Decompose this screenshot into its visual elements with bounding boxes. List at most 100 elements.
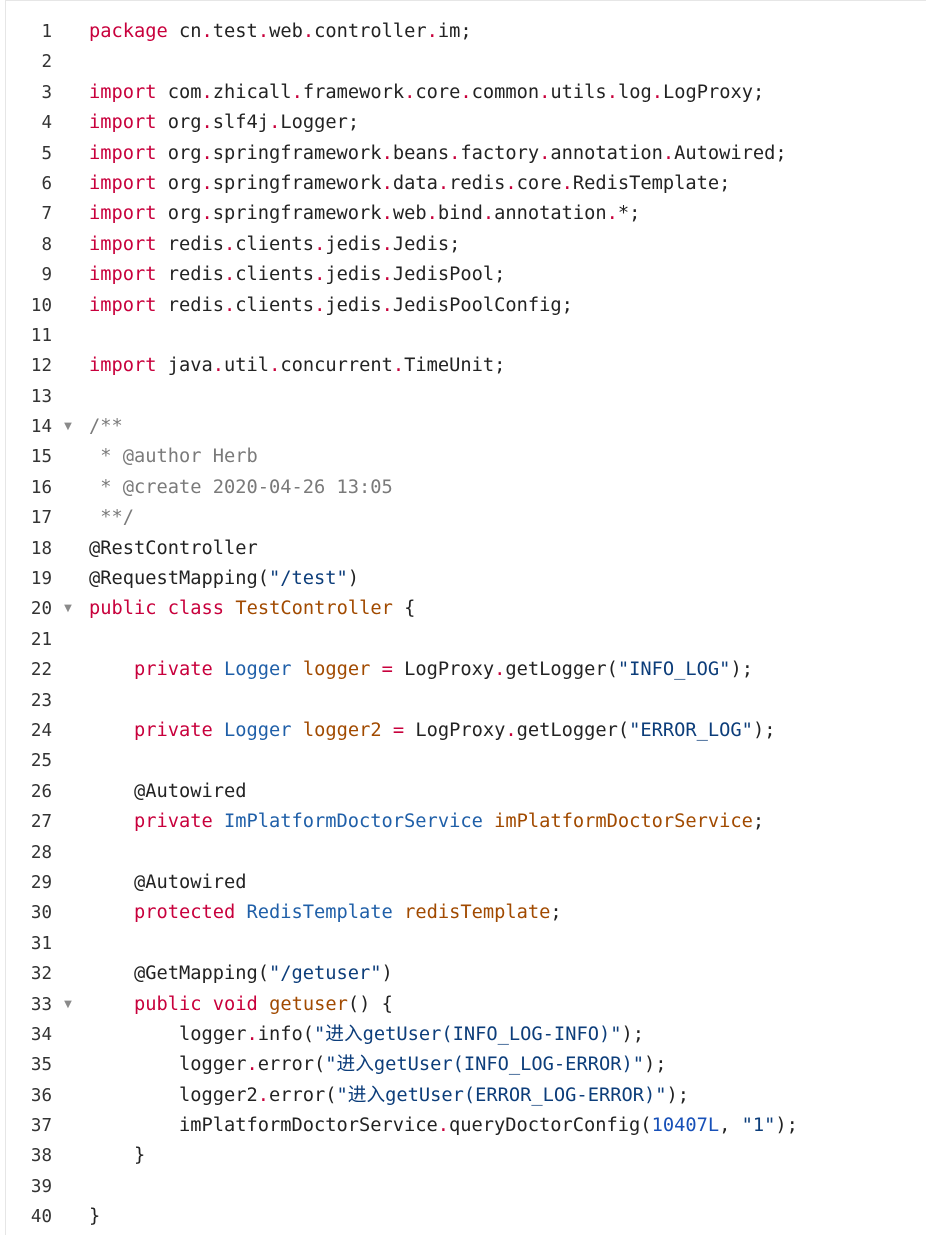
code-token: .	[291, 81, 303, 103]
code-token: java	[156, 355, 213, 377]
code-token: .	[201, 112, 213, 134]
code-token: zhicall	[212, 81, 292, 103]
code-token: =	[392, 719, 405, 741]
code-token: test	[212, 21, 258, 42]
code-token	[213, 720, 224, 741]
code-line: 23	[6, 686, 926, 716]
code-text: logger.error("进入getUser(INFO_LOG-ERROR)"…	[89, 1050, 666, 1080]
code-token	[393, 902, 404, 923]
line-number: 40	[30, 1207, 52, 1228]
code-token: () {	[347, 993, 393, 1015]
code-token: jedis	[325, 294, 382, 316]
code-token: ;	[752, 811, 765, 833]
code-token: factory	[460, 142, 540, 164]
code-token: /**	[89, 416, 123, 438]
fold-arrow-icon[interactable]: ▼	[64, 603, 72, 615]
code-token: "ERROR_LOG"	[629, 719, 753, 741]
code-token: public	[134, 993, 202, 1015]
code-token: .	[302, 21, 315, 42]
code-token: )	[347, 568, 360, 590]
code-token: JedisPool;	[392, 264, 506, 286]
code-token: getuser	[269, 993, 348, 1015]
code-token: Logger;	[280, 112, 360, 134]
code-token: im;	[437, 21, 472, 42]
line-number: 10	[30, 295, 52, 316]
code-token: redis	[156, 294, 225, 316]
code-token: public	[89, 598, 157, 620]
code-token: .	[381, 142, 393, 164]
code-text: private ImPlatformDoctorService imPlatfo…	[89, 807, 764, 837]
code-token	[483, 811, 494, 832]
code-line: 40}	[6, 1202, 926, 1232]
code-token: .	[651, 81, 663, 103]
code-token: .	[212, 355, 225, 377]
code-text: @RequestMapping("/test")	[89, 564, 359, 594]
code-line: 20▼public class TestController {	[6, 594, 926, 624]
code-line: 36 logger2.error("进入getUser(ERROR_LOG-ER…	[6, 1081, 926, 1111]
code-token: **/	[89, 507, 135, 529]
code-line: 34 logger.info("进入getUser(INFO_LOG-INFO)…	[6, 1020, 926, 1050]
code-token: annotation	[494, 203, 607, 225]
code-token: logger	[302, 659, 371, 681]
code-text: logger.info("进入getUser(INFO_LOG-INFO)");	[89, 1020, 644, 1050]
code-token	[157, 598, 168, 619]
code-token: .	[505, 172, 517, 194]
line-number: 4	[41, 113, 52, 134]
line-number: 39	[30, 1176, 52, 1197]
fold-arrow-icon[interactable]: ▼	[64, 998, 72, 1010]
code-token: .	[201, 21, 213, 42]
code-line: 14 ▼ /**	[6, 412, 926, 442]
code-text: import org.springframework.data.redis.co…	[89, 169, 730, 199]
code-token: util	[224, 355, 270, 377]
code-token: RedisTemplate	[246, 902, 393, 924]
code-token	[370, 659, 381, 680]
code-text: protected RedisTemplate redisTemplate;	[89, 898, 562, 928]
line-number: 6	[41, 173, 52, 194]
line-number: 2	[41, 52, 52, 73]
code-token: imPlatformDoctorService	[494, 811, 753, 833]
line-number: 26	[30, 781, 52, 802]
line-number: 28	[30, 842, 52, 863]
code-token: private	[134, 811, 213, 833]
code-token: org	[156, 112, 202, 134]
line-number: 11	[30, 325, 52, 346]
code-text: import redis.clients.jedis.Jedis;	[89, 230, 460, 260]
code-line: 19@RequestMapping("/test")	[6, 564, 926, 594]
code-token: import	[89, 294, 157, 316]
code-token: @GetMapping(	[89, 963, 270, 985]
code-text: **/	[89, 503, 134, 533]
code-text: @GetMapping("/getuser")	[89, 959, 393, 989]
code-text: }	[89, 1141, 145, 1171]
code-token: .	[606, 81, 618, 103]
code-token	[292, 720, 303, 741]
code-token: "INFO_LOG"	[617, 659, 731, 681]
code-line: 28	[6, 838, 926, 868]
code-line: 39	[6, 1172, 926, 1202]
code-token: @RestController	[89, 537, 258, 559]
code-token: .	[539, 142, 551, 164]
line-number: 29	[30, 872, 52, 893]
code-token: "/test"	[269, 568, 348, 590]
code-token: clients	[235, 233, 315, 255]
code-text: imPlatformDoctorService.queryDoctorConfi…	[89, 1111, 798, 1141]
code-token: import	[89, 112, 157, 134]
line-number: 14	[30, 417, 52, 438]
code-token: .	[269, 112, 281, 134]
code-line: 22 private Logger logger = LogProxy.getL…	[6, 655, 926, 685]
code-token: .	[257, 21, 270, 42]
code-token: private	[134, 659, 213, 681]
code-line: 38 }	[6, 1141, 926, 1171]
code-token: "进入getUser(INFO_LOG-ERROR)"	[325, 1054, 644, 1076]
code-token	[89, 659, 134, 680]
code-line: 33▼ public void getuser() {	[6, 990, 926, 1020]
fold-arrow-icon[interactable]: ▼	[64, 421, 72, 433]
code-token: .	[606, 203, 618, 225]
code-token: clients	[235, 294, 315, 316]
code-token	[382, 720, 393, 741]
code-line: 27 private ImPlatformDoctorService imPla…	[6, 807, 926, 837]
code-token: {	[392, 598, 416, 620]
code-token: "进入getUser(INFO_LOG-INFO)"	[314, 1023, 622, 1045]
